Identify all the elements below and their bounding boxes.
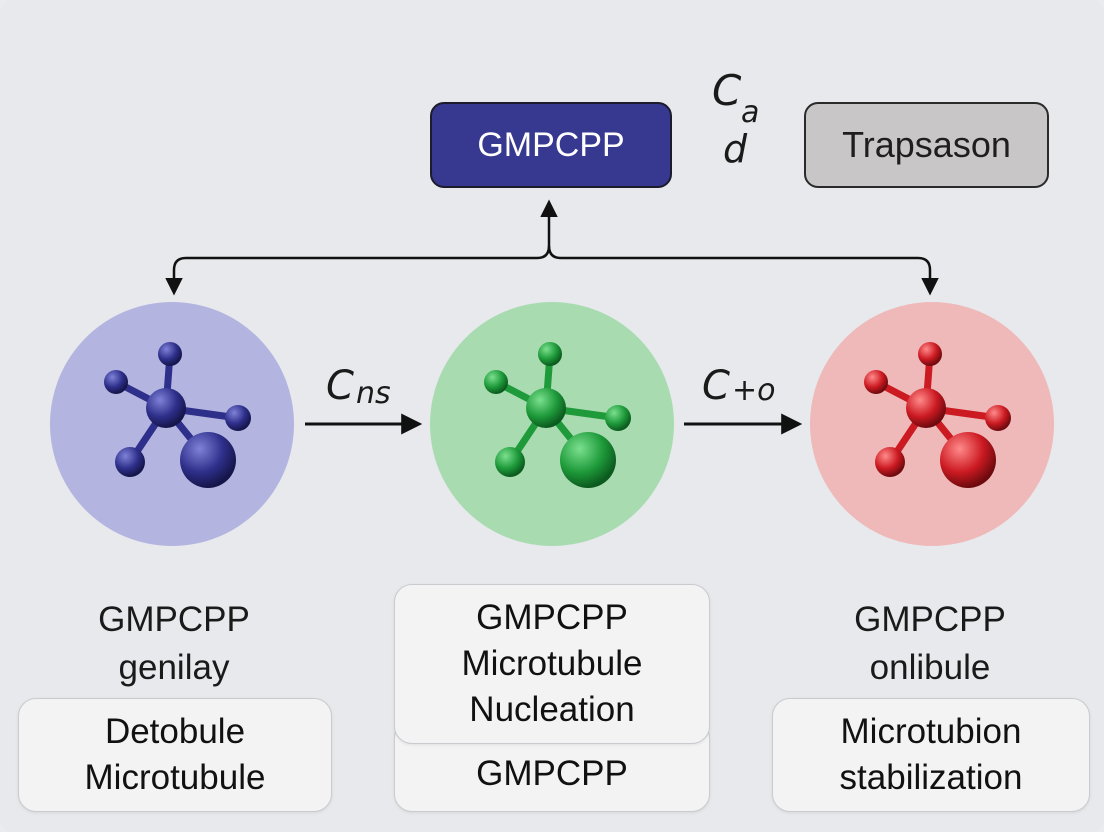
gmpcpp-top-box: GMPCPP [430, 102, 672, 188]
molecule-atom [560, 432, 616, 488]
molecule-atom [985, 405, 1011, 431]
left-column-subtitle: genilay [118, 648, 230, 687]
molecule-atom [918, 342, 942, 366]
right-arrow-subscript: +o [732, 373, 776, 408]
gmpcpp-top-label: GMPCPP [477, 125, 625, 164]
top-math-below: d [723, 127, 748, 171]
left-arrow-letter: C [326, 363, 354, 409]
molecule-atom [875, 447, 905, 477]
middle-card-line3: Nucleation [469, 690, 635, 729]
right-column-title: GMPCPP [854, 600, 1006, 639]
molecule-1 [50, 302, 294, 546]
molecule-2 [430, 302, 674, 546]
middle-card-line1: GMPCPP [476, 598, 628, 637]
molecule-atom [538, 342, 562, 366]
right-card-line2: stabilization [839, 758, 1023, 797]
left-card: Detobule Microtubule [18, 698, 332, 812]
middle-back-card-label: GMPCPP [476, 754, 628, 793]
molecule-atom [484, 370, 508, 394]
middle-card: GMPCPP Microtubule Nucleation [394, 584, 710, 744]
left-card-line2: Microtubule [84, 758, 266, 797]
left-card-line1: Detobule [104, 712, 246, 751]
left-arrow-subscript: ns [356, 376, 391, 411]
left-column-title: GMPCPP [98, 600, 250, 639]
molecule-atom [146, 388, 186, 428]
right-arrow-letter: C [702, 363, 730, 409]
molecule-atom [940, 432, 996, 488]
molecule-atom [906, 388, 946, 428]
molecule-atom [158, 342, 182, 366]
right-card: Microtubion stabilization [772, 698, 1090, 812]
trapsason-label: Trapsason [842, 124, 1011, 165]
molecule-3 [810, 302, 1054, 546]
molecule-atom [864, 370, 888, 394]
arrow-to-right-molecule [547, 245, 939, 296]
right-card-line1: Microtubion [840, 712, 1022, 751]
middle-card-line2: Microtubule [461, 644, 643, 683]
right-column-subtitle: onlibule [869, 648, 991, 687]
molecule-atom [115, 447, 145, 477]
molecule-atom [495, 447, 525, 477]
branch-connector [165, 199, 939, 296]
trapsason-box: Trapsason [804, 102, 1049, 188]
molecule-atom [104, 370, 128, 394]
molecule-atom [180, 432, 236, 488]
molecule-atom [225, 405, 251, 431]
molecule-atom [526, 388, 566, 428]
arrow-to-left-molecule [165, 245, 551, 296]
top-math-letter: C [712, 66, 742, 115]
molecule-atom [605, 405, 631, 431]
top-math-subscript: a [741, 95, 760, 130]
